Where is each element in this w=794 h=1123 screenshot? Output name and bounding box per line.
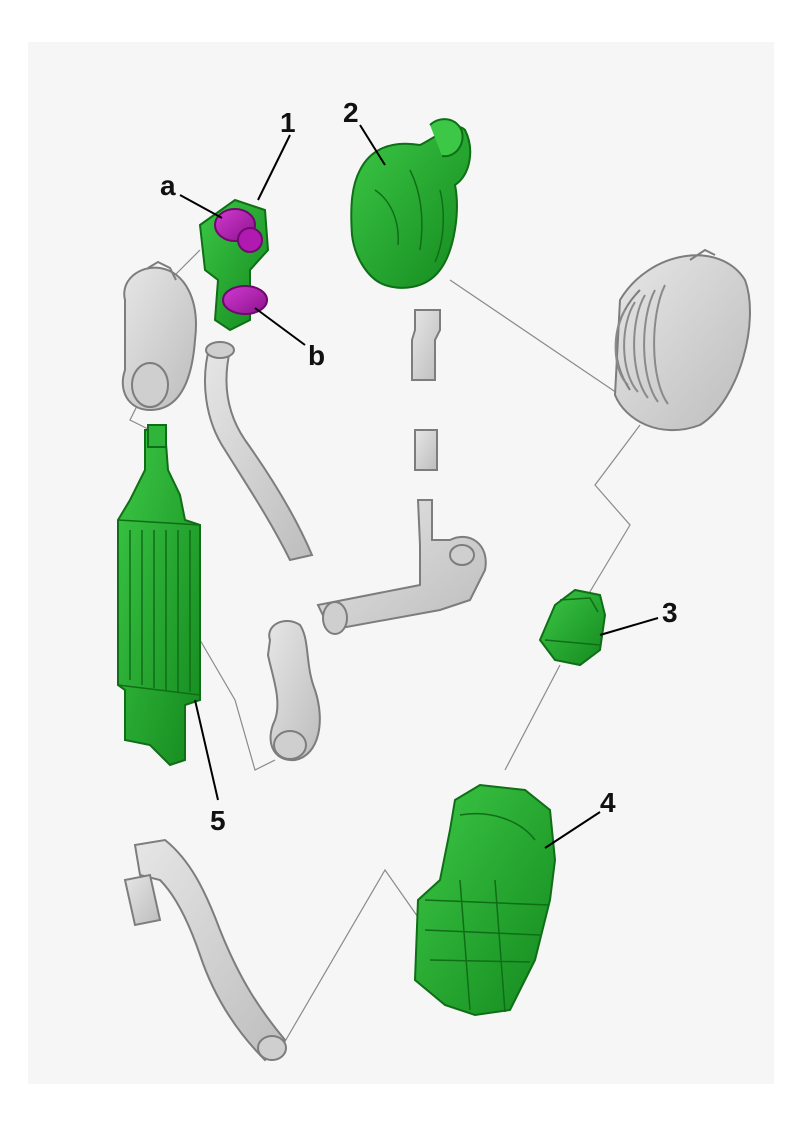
- leader-1: [257, 134, 291, 201]
- callout-b: b: [308, 340, 325, 371]
- intercooler: [117, 424, 201, 767]
- air-inlet-duct: [123, 838, 287, 1062]
- seal-a: [214, 208, 263, 253]
- callout-leaders: [179, 124, 659, 849]
- leader-4: [544, 811, 601, 849]
- connection-line: [449, 279, 621, 396]
- callout-a: a: [160, 170, 176, 201]
- leader-5: [194, 699, 219, 801]
- callout-4: 4: [600, 787, 616, 818]
- leader-3: [599, 617, 659, 636]
- connection-line: [199, 639, 276, 771]
- air-flow-sensor: [538, 588, 607, 667]
- air-filter-housing-upper: [613, 248, 751, 432]
- leader-2: [359, 124, 386, 166]
- air-filter-housing: [413, 783, 557, 1017]
- connection-line: [584, 424, 641, 601]
- charge-air-hose: [204, 341, 314, 562]
- callout-2: 2: [343, 97, 359, 128]
- connection-line: [279, 868, 421, 1051]
- intercooler-inlet-hose: [121, 260, 197, 412]
- bypass-valve-assembly: [198, 198, 270, 332]
- seal-b: [222, 285, 268, 315]
- leader-b: [254, 307, 306, 346]
- callout-3: 3: [662, 597, 678, 628]
- callout-5: 5: [210, 805, 226, 836]
- air-pipe-assembly: [316, 309, 487, 635]
- intercooler-outlet-hose: [266, 620, 321, 762]
- callout-1: 1: [280, 107, 296, 138]
- connection-line: [504, 664, 561, 771]
- connection-lines: [129, 249, 641, 1051]
- turbocharger: [350, 118, 472, 289]
- leader-a: [179, 194, 223, 219]
